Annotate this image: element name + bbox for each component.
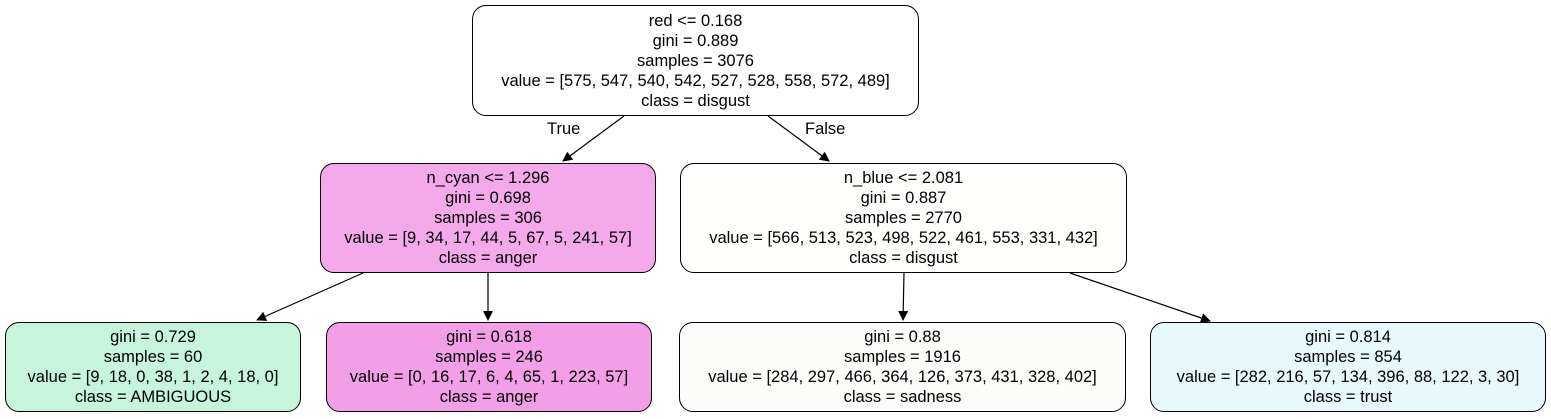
left-split-node: n_cyan <= 1.296 gini = 0.698 samples = 3… <box>320 163 656 273</box>
edge-left-leaf1 <box>256 272 364 321</box>
node-text-line: gini = 0.889 <box>652 31 739 50</box>
node-text-line: red <= 0.168 <box>648 11 743 30</box>
node-text-line: gini = 0.618 <box>446 328 532 346</box>
node-text-line: gini = 0.887 <box>860 189 947 207</box>
node-text-line: gini = 0.88 <box>864 328 941 346</box>
node-text-line: gini = 0.698 <box>445 189 531 207</box>
node-text-line: n_blue <= 2.081 <box>843 169 964 187</box>
node-text-line: class = trust <box>1303 388 1393 406</box>
root-node: red <= 0.168 gini = 0.889 samples = 3076… <box>472 5 919 116</box>
edge-right-leaf3 <box>898 272 909 321</box>
node-text-line: samples = 246 <box>435 348 543 366</box>
node-text-line: class = anger <box>438 249 538 267</box>
node-text-line: value = [566, 513, 523, 498, 522, 461, 5… <box>709 229 1098 247</box>
leaf-node-ambiguous: gini = 0.729 samples = 60 value = [9, 18… <box>5 322 301 412</box>
node-text-line: class = anger <box>439 388 539 406</box>
node-text-line: value = [282, 216, 57, 134, 396, 88, 122… <box>1176 368 1520 386</box>
leaf-node-anger: gini = 0.618 samples = 246 value = [0, 1… <box>326 322 652 412</box>
node-text-line: samples = 2770 <box>845 209 962 227</box>
node-text-line: class = disgust <box>849 249 958 267</box>
node-text-line: value = [575, 547, 540, 542, 527, 528, 5… <box>501 71 890 90</box>
edge-label-false: False <box>805 120 846 138</box>
leaf-node-trust: gini = 0.814 samples = 854 value = [282,… <box>1150 322 1546 412</box>
edge-right-leaf4 <box>1069 272 1211 323</box>
leaf-node-sadness: gini = 0.88 samples = 1916 value = [284,… <box>679 322 1126 412</box>
node-text-line: value = [9, 34, 17, 44, 5, 67, 5, 241, 5… <box>344 229 632 247</box>
node-text-line: samples = 60 <box>103 348 203 366</box>
edge-label-true: True <box>547 120 581 138</box>
node-text-line: samples = 854 <box>1294 348 1402 366</box>
node-text-line: gini = 0.729 <box>110 328 196 346</box>
node-text-line: gini = 0.814 <box>1305 328 1391 346</box>
node-text-line: class = AMBIGUOUS <box>74 388 232 406</box>
node-text-line: class = sadness <box>843 388 962 406</box>
node-text-line: n_cyan <= 1.296 <box>426 169 550 187</box>
node-text-line: samples = 1916 <box>844 348 961 366</box>
node-text-line: class = disgust <box>641 91 750 110</box>
node-text-line: samples = 306 <box>434 209 542 227</box>
node-text-line: value = [284, 297, 466, 364, 126, 373, 4… <box>708 368 1097 386</box>
node-text-line: value = [9, 18, 0, 38, 1, 2, 4, 18, 0] <box>27 368 279 386</box>
node-text-line: value = [0, 16, 17, 6, 4, 65, 1, 223, 57… <box>349 368 629 386</box>
right-split-node: n_blue <= 2.081 gini = 0.887 samples = 2… <box>680 163 1127 273</box>
node-text-line: samples = 3076 <box>637 51 754 70</box>
edge-root-left <box>562 115 625 162</box>
edge-root-right <box>767 115 830 162</box>
